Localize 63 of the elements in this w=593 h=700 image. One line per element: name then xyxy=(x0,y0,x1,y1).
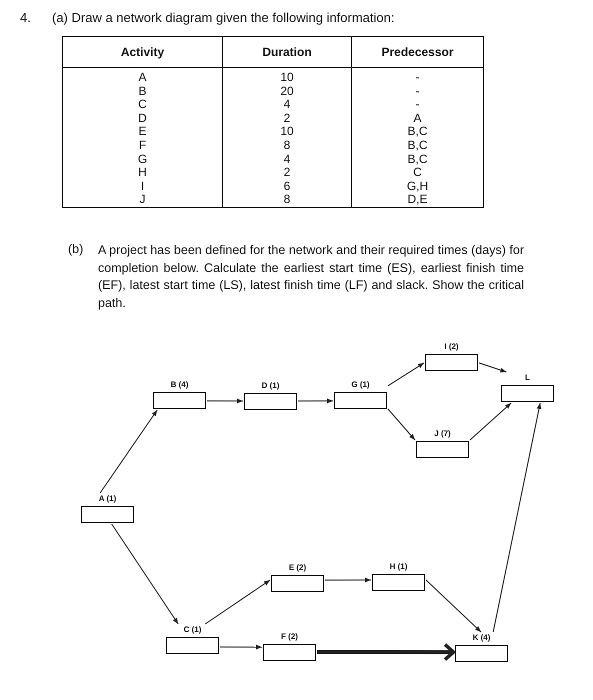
table-cell: 4 xyxy=(222,152,352,166)
arrow xyxy=(388,408,416,440)
table-cell: E xyxy=(62,125,222,139)
table-cell: 10 xyxy=(222,125,352,139)
activity-label: D (1) xyxy=(262,381,280,391)
table-cell: - xyxy=(352,84,484,98)
column-header: Duration xyxy=(222,36,352,68)
table-cell: 20 xyxy=(222,84,352,98)
table-cell: H xyxy=(62,166,222,180)
arrow xyxy=(426,580,482,632)
table-cell: B,C xyxy=(352,138,484,153)
table-cell: D,E xyxy=(352,193,484,208)
column-header: Activity xyxy=(62,36,222,68)
arrow xyxy=(388,362,424,386)
table-cell: 10 xyxy=(222,68,352,85)
table-cell: D xyxy=(62,112,222,126)
table-cell: A xyxy=(352,112,484,126)
table-cell: J xyxy=(62,193,222,208)
thick-arrow xyxy=(317,642,456,662)
table-cell: B,C xyxy=(352,125,484,139)
arrow xyxy=(111,524,179,624)
table-cell: 8 xyxy=(222,193,352,208)
question-text: (a) Draw a network diagram given the following information: xyxy=(52,10,394,25)
arrow xyxy=(324,578,372,582)
question-number: 4. xyxy=(20,10,31,25)
table-cell: 4 xyxy=(222,98,352,112)
activity-label: E (2) xyxy=(288,563,306,573)
table-cell: 6 xyxy=(222,180,352,194)
activity-label: B (4) xyxy=(170,380,188,390)
table-cell: A xyxy=(62,68,222,85)
table-cell: B,C xyxy=(352,152,484,166)
table-cell: 2 xyxy=(222,112,352,126)
part-label: (b) xyxy=(68,242,84,256)
table-cell: I xyxy=(62,180,222,194)
question-text: A project has been defined for the network and their required times (days) for completion below. Calculate the earliest start time (ES), earliest finish time (EF), latest start time (LS), latest finish time (LF) and slack. Show the critical path. xyxy=(98,242,524,312)
activity-label: L xyxy=(525,373,530,383)
arrow xyxy=(206,398,244,404)
activity-label: G (1) xyxy=(351,380,370,390)
table-cell: 2 xyxy=(222,166,352,180)
arrow xyxy=(470,402,512,440)
arrow xyxy=(220,644,262,650)
activity-label: H (1) xyxy=(390,562,408,572)
table-cell: G xyxy=(62,152,222,166)
table-cell: G,H xyxy=(352,180,484,194)
column-header: Predecessor xyxy=(352,36,484,68)
table-cell: C xyxy=(352,166,484,180)
activity-label: C (1) xyxy=(184,625,202,635)
arrow xyxy=(492,402,542,632)
table-cell: C xyxy=(62,98,222,112)
arrow xyxy=(204,580,270,624)
activity-label: F (2) xyxy=(281,632,298,642)
table-cell: - xyxy=(352,98,484,112)
arrow xyxy=(100,410,158,494)
arrow xyxy=(478,362,507,372)
arrow xyxy=(298,398,334,404)
table-cell: 8 xyxy=(222,138,352,153)
activity-label: A (1) xyxy=(98,494,116,504)
table-cell: - xyxy=(352,68,484,85)
activity-label: K (4) xyxy=(472,633,490,643)
activity-label: J (7) xyxy=(434,429,451,439)
table-cell: B xyxy=(62,84,222,98)
activity-label: I (2) xyxy=(444,342,459,352)
table-cell: F xyxy=(62,138,222,153)
